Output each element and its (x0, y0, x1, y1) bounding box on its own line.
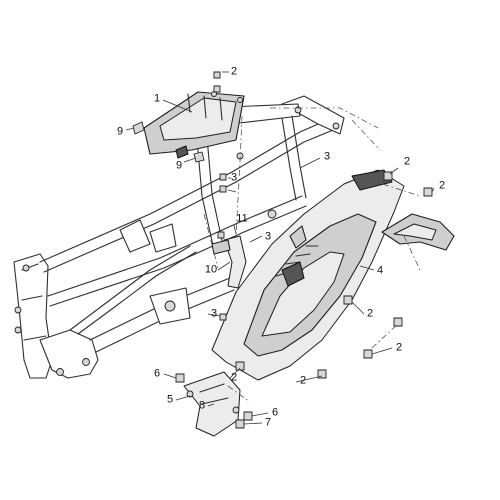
rear-undertray (211, 169, 405, 381)
callout-2-bottom-center: 2 (230, 371, 238, 384)
callout-2-right-lower: 2 (395, 341, 403, 354)
callout-3-lower: 3 (210, 307, 218, 320)
callout-9-lower: 9 (175, 159, 183, 172)
callout-11: 11 (236, 212, 248, 225)
lower-plate (183, 371, 241, 437)
callout-3-mid: 3 (264, 230, 272, 243)
callout-6-right: 6 (271, 406, 279, 419)
rear-bracket (381, 213, 455, 251)
callout-2-rear-right: 2 (438, 179, 446, 192)
callout-2-bottom-right: 2 (299, 374, 307, 387)
callout-4: 4 (376, 264, 384, 277)
callout-9-left: 9 (116, 125, 124, 138)
callout-2-rear-top: 2 (403, 155, 411, 168)
side-bracket (211, 235, 247, 289)
fasteners (132, 71, 433, 429)
callout-1: 1 (153, 92, 161, 105)
battery-box (143, 91, 245, 159)
callout-7: 7 (264, 416, 272, 429)
callout-5: 5 (166, 393, 174, 406)
callout-3-center: 3 (230, 171, 238, 184)
callout-10: 10 (204, 263, 218, 276)
callout-2-top: 2 (230, 65, 238, 78)
callout-2-right-mid: 2 (366, 307, 374, 320)
callout-8: 8 (198, 399, 206, 412)
leader-lines (125, 71, 435, 425)
callout-3-upper-right: 3 (323, 150, 331, 163)
callout-6-left: 6 (153, 367, 161, 380)
